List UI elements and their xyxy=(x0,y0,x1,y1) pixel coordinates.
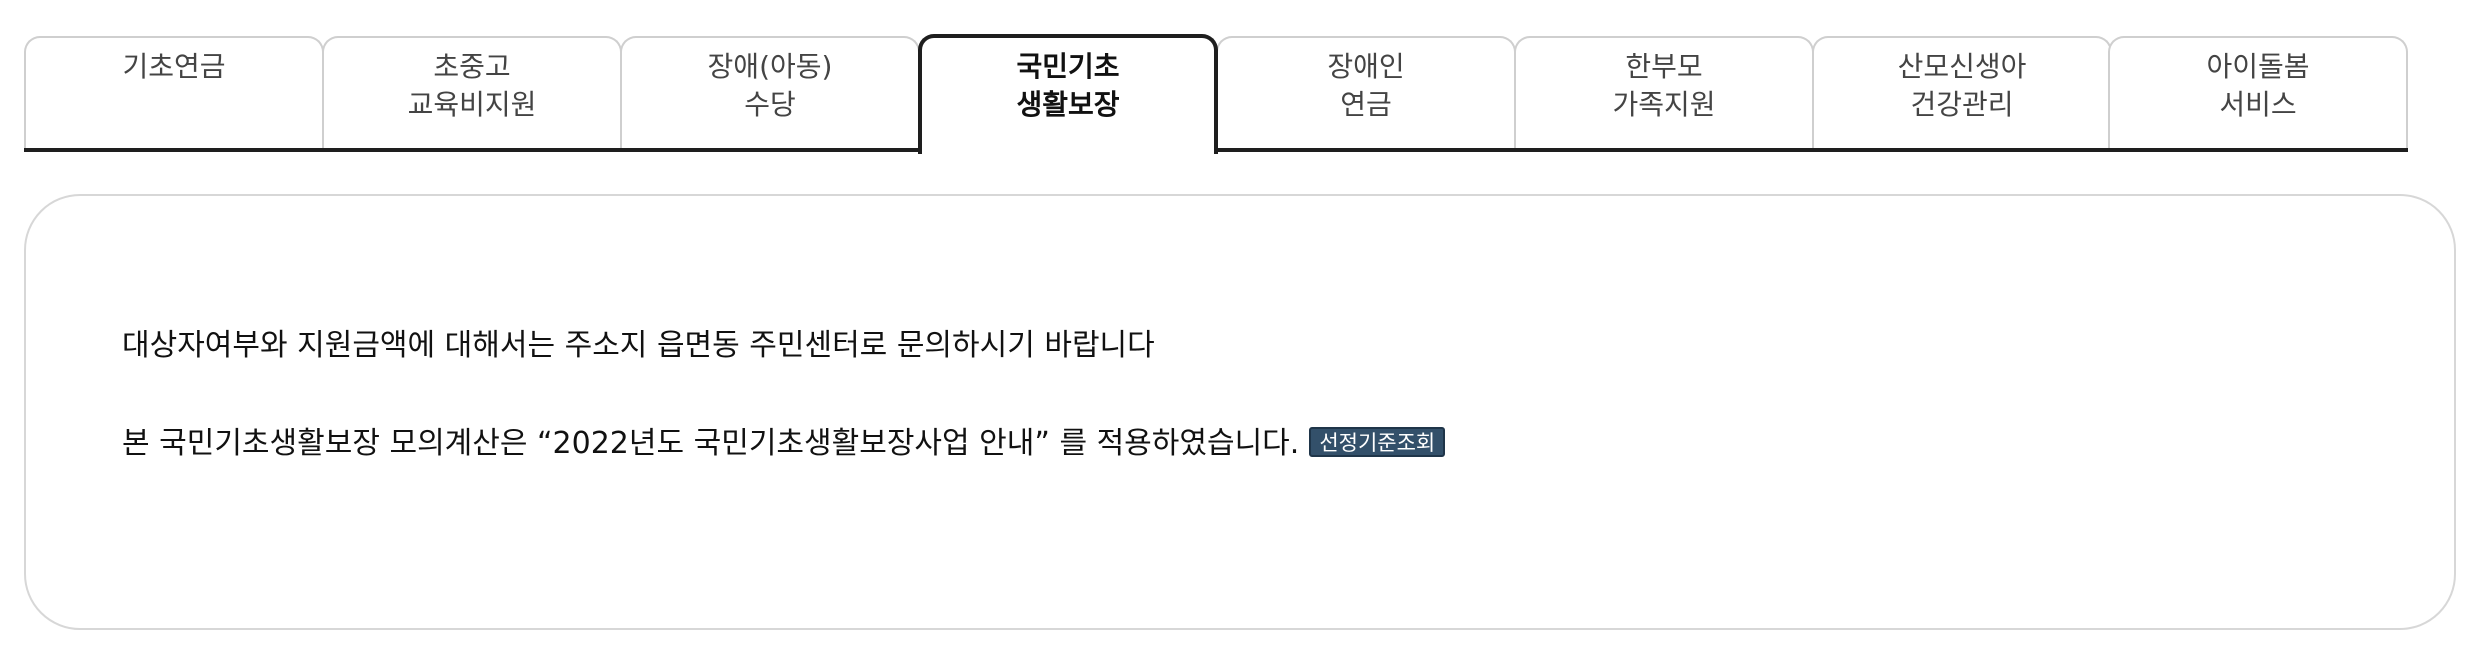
tab-label-line2: 가족지원 xyxy=(1612,88,1716,121)
tab-label-line1: 장애(아동) xyxy=(707,50,833,83)
tab-basic-pension[interactable]: 기초연금 xyxy=(24,36,324,148)
selection-criteria-button[interactable]: 선정기준조회 xyxy=(1309,426,1446,457)
tab-label-line1: 아이돌봄 xyxy=(2206,50,2310,83)
tab-label-line2: 교육비지원 xyxy=(407,88,537,121)
tab-child-care-service[interactable]: 아이돌봄 서비스 xyxy=(2108,36,2408,148)
tab-label-line2: 연금 xyxy=(1340,88,1392,121)
tab-label-line1: 한부모 xyxy=(1625,50,1703,83)
tab-label-line1: 장애인 xyxy=(1327,50,1405,83)
benefit-tab-bar: 기초연금 초중고 교육비지원 장애(아동) 수당 국민기초 생활보장 장애인 연… xyxy=(24,34,2408,154)
applied-guideline-text: 본 국민기초생활보장 모의계산은 “2022년도 국민기초생활보장사업 안내” … xyxy=(122,426,1300,461)
tab-label-line1: 산모신생아 xyxy=(1897,50,2027,83)
tab-label-line1: 국민기초 xyxy=(1016,50,1120,83)
tab-label-line2: 서비스 xyxy=(2219,88,2297,121)
tab-disabled-child-allowance[interactable]: 장애(아동) 수당 xyxy=(620,36,920,148)
tab-single-parent-support[interactable]: 한부모 가족지원 xyxy=(1514,36,1814,148)
tab-label-line1: 기초연금 xyxy=(122,50,226,83)
tab-label-line1: 초중고 xyxy=(433,50,511,83)
tab-label-line2: 건강관리 xyxy=(1910,88,2014,121)
content-panel: 대상자여부와 지원금액에 대해서는 주소지 읍면동 주민센터로 문의하시기 바랍… xyxy=(24,194,2456,630)
tab-school-education-support[interactable]: 초중고 교육비지원 xyxy=(322,36,622,148)
inquiry-notice: 대상자여부와 지원금액에 대해서는 주소지 읍면동 주민센터로 문의하시기 바랍… xyxy=(122,328,1155,363)
tab-label-line2: 생활보장 xyxy=(1016,88,1120,121)
tab-label-line2: 수당 xyxy=(744,88,796,121)
tab-disability-pension[interactable]: 장애인 연금 xyxy=(1216,36,1516,148)
tab-basic-livelihood-security[interactable]: 국민기초 생활보장 xyxy=(918,34,1218,154)
applied-guideline-notice: 본 국민기초생활보장 모의계산은 “2022년도 국민기초생활보장사업 안내” … xyxy=(122,424,1446,464)
tab-maternal-newborn-care[interactable]: 산모신생아 건강관리 xyxy=(1812,36,2112,148)
